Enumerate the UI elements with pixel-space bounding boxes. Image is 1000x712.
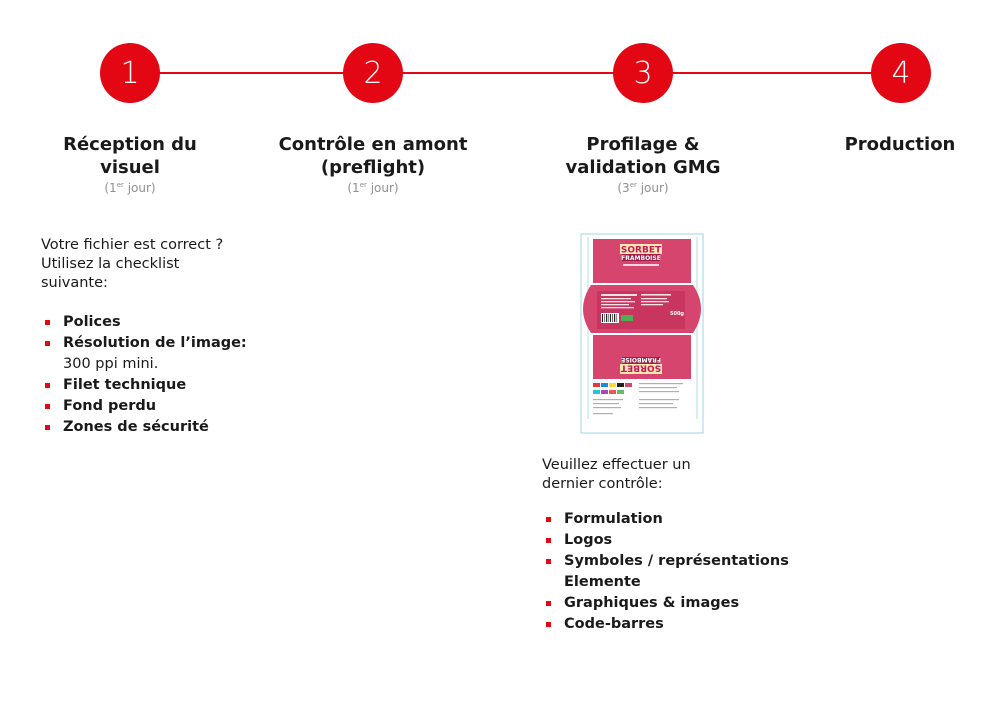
profilage-intro-line-1: Veuillez effectuer un	[542, 457, 691, 473]
profilage-intro-line-2: dernier contrôle:	[542, 476, 663, 492]
reception-checklist: Polices Résolution de l’image: 300 ppi mi…	[41, 312, 281, 438]
reception-intro-line-2: Utilisez la checklist	[41, 256, 180, 272]
package-proof-image: SORBET FRAMBOISE 500g	[579, 233, 705, 434]
package-brand-line-1: SORBET	[621, 246, 662, 256]
step-3-circle: 3	[613, 43, 673, 103]
step-1-duration: (1er jour)	[30, 181, 230, 195]
step-2-duration: (1er jour)	[258, 181, 488, 195]
checklist-item-code-barres: Code-barres	[542, 614, 822, 635]
checklist-item-label-continued: Elemente	[564, 574, 641, 590]
step-connector-1-2	[158, 72, 344, 74]
checklist-item-label: Logos	[564, 532, 613, 548]
step-2-duration-suffix: jour)	[366, 181, 399, 195]
package-brand-line-2: FRAMBOISE	[621, 255, 661, 262]
step-1-title-line-1: Réception du	[63, 134, 197, 155]
svg-text:FRAMBOISE: FRAMBOISE	[621, 356, 661, 363]
step-3-title: Profilage & validation GMG	[528, 133, 758, 179]
checklist-item-graphiques: Graphiques & images	[542, 593, 822, 614]
step-2-duration-prefix: (1	[347, 181, 360, 195]
checklist-item-logos: Logos	[542, 530, 822, 551]
checklist-item-label: Zones de sécurité	[63, 419, 209, 435]
step-3-title-line-1: Profilage &	[586, 134, 700, 155]
checklist-item-fond-perdu: Fond perdu	[41, 396, 281, 417]
package-weight: 500g	[670, 311, 684, 317]
step-1-title-line-2: visuel	[100, 157, 160, 178]
step-2-title-line-1: Contrôle en amont	[278, 134, 468, 155]
checklist-item-label: Polices	[63, 314, 121, 330]
checklist-item-detail: 300 ppi mini.	[63, 356, 159, 372]
checklist-item-label: Graphiques & images	[564, 595, 740, 611]
checklist-item-label: Résolution de l’image:	[63, 335, 247, 351]
checklist-item-resolution: Résolution de l’image: 300 ppi mini.	[41, 333, 281, 375]
step-3-title-line-2: validation GMG	[565, 157, 721, 178]
checklist-item-label: Filet technique	[63, 377, 187, 393]
step-1-duration-prefix: (1	[104, 181, 117, 195]
step-1-duration-suffix: jour)	[123, 181, 156, 195]
step-1-circle: 1	[100, 43, 160, 103]
step-2-title: Contrôle en amont (preflight)	[258, 133, 488, 179]
reception-intro-line-3: suivante:	[41, 275, 108, 291]
step-2-duration-sup: er	[359, 181, 367, 189]
checklist-item-formulation: Formulation	[542, 509, 822, 530]
step-4-circle: 4	[871, 43, 931, 103]
step-1-title: Réception du visuel	[30, 133, 230, 179]
step-1-duration-sup: er	[116, 181, 124, 189]
step-connector-3-4	[672, 72, 872, 74]
step-4-title: Production	[820, 133, 980, 156]
profilage-checklist: Formulation Logos Symboles / représentat…	[542, 509, 822, 635]
reception-intro: Votre fichier est correct ? Utilisez la …	[41, 236, 271, 293]
svg-text:SORBET: SORBET	[620, 363, 661, 373]
step-2-title-line-2: (preflight)	[320, 157, 426, 178]
checklist-item-filet-technique: Filet technique	[41, 375, 281, 396]
checklist-item-polices: Polices	[41, 312, 281, 333]
checklist-item-label: Formulation	[564, 511, 663, 527]
step-3-duration-prefix: (3	[617, 181, 630, 195]
checklist-item-label: Code-barres	[564, 616, 664, 632]
reception-intro-line-1: Votre fichier est correct ?	[41, 237, 224, 253]
checklist-item-zones-securite: Zones de sécurité	[41, 417, 281, 438]
step-3-duration: (3er jour)	[528, 181, 758, 195]
checklist-item-label: Symboles / représentations	[564, 553, 789, 569]
step-4-title-line-1: Production	[844, 134, 956, 155]
step-2-circle: 2	[343, 43, 403, 103]
step-3-duration-sup: er	[629, 181, 637, 189]
step-connector-2-3	[402, 72, 614, 74]
checklist-item-label: Fond perdu	[63, 398, 157, 414]
step-3-duration-suffix: jour)	[636, 181, 669, 195]
profilage-intro: Veuillez effectuer un dernier contrôle:	[542, 456, 772, 494]
